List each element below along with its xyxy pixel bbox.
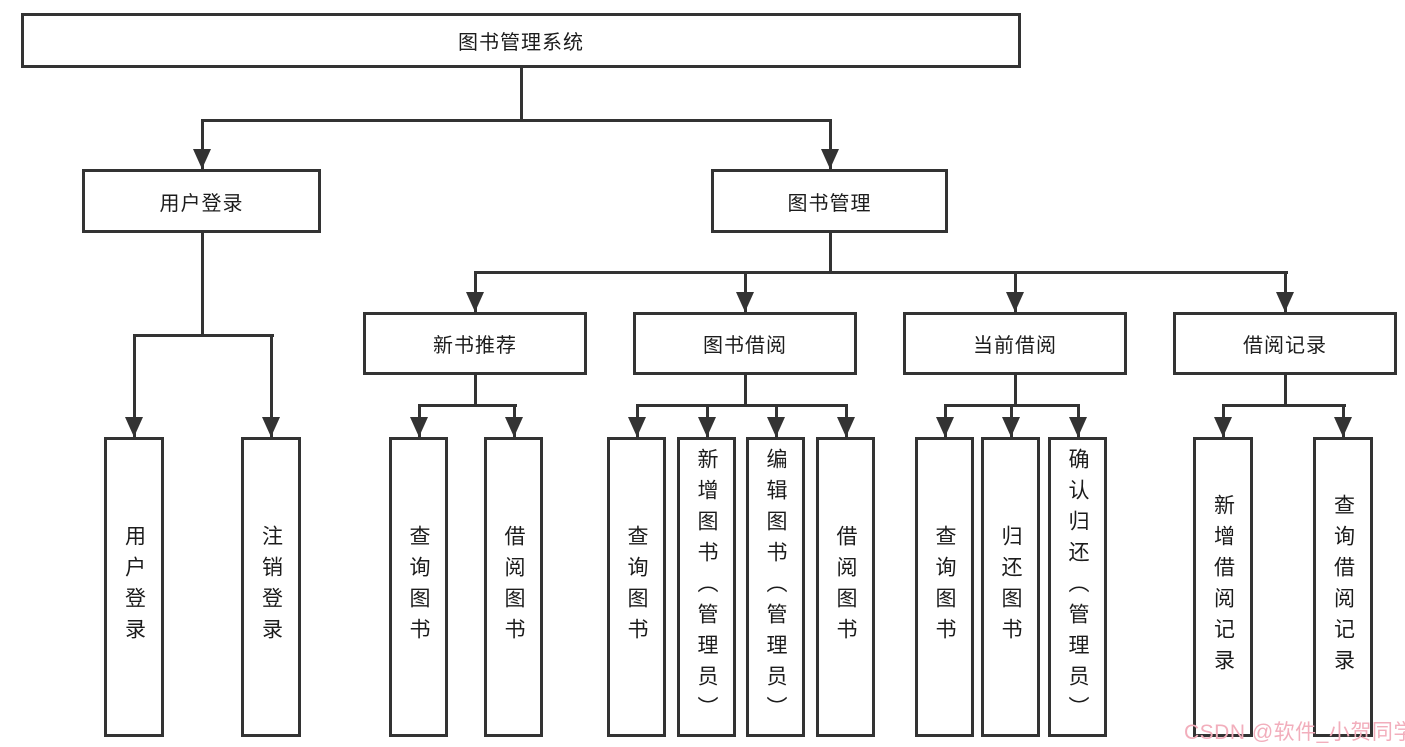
arrowhead-leaf: [1214, 417, 1232, 437]
connector-new-book-drop: [474, 375, 477, 407]
leaf-query-borrow-record: 查询借阅记录: [1313, 437, 1373, 737]
connector-book-mgmt-stub: [829, 119, 832, 169]
connector-current-borrow-drop: [1014, 375, 1017, 407]
watermark: CSDN @软件_小贺同学: [1184, 721, 1405, 744]
connector-level3-stub: [1284, 271, 1287, 312]
connector-level3-stub: [744, 271, 747, 312]
node-book-borrow: 图书借阅: [633, 312, 857, 375]
connector-user-login-drop: [201, 233, 204, 336]
leaf-return-books: 归还图书: [981, 437, 1040, 737]
leaf-confirm-return-admin: 确认归还（管理员）: [1048, 437, 1107, 737]
connector-user-login-bus: [133, 334, 274, 337]
connector-level3-stub: [474, 271, 477, 312]
leaf-borrow-books-recommend: 借阅图书: [484, 437, 543, 737]
node-borrow-records: 借阅记录: [1173, 312, 1397, 375]
arrowhead-book-mgmt: [821, 149, 839, 169]
arrowhead-user-login: [193, 149, 211, 169]
node-current-borrow: 当前借阅: [903, 312, 1127, 375]
arrowhead-level3: [466, 292, 484, 312]
node-new-book-recommend: 新书推荐: [363, 312, 587, 375]
leaf-add-books-admin: 新增图书（管理员）: [677, 437, 736, 737]
connector-book-borrow-drop: [744, 375, 747, 407]
arrowhead-leaf: [262, 417, 280, 437]
connector-user-login-stub: [201, 119, 204, 169]
leaf-query-books-borrow: 查询图书: [607, 437, 666, 737]
arrowhead-leaf: [1002, 417, 1020, 437]
arrowhead-leaf: [767, 417, 785, 437]
node-root: 图书管理系统: [21, 13, 1021, 68]
arrowhead-leaf: [125, 417, 143, 437]
arrowhead-leaf: [1334, 417, 1352, 437]
connector-borrow-records-drop: [1284, 375, 1287, 407]
connector-borrow-records-bus: [1222, 404, 1346, 407]
arrowhead-leaf: [1069, 417, 1087, 437]
leaf-logout: 注销登录: [241, 437, 301, 737]
connector-book-mgmt-drop: [829, 233, 832, 274]
connector-new-book-bus: [418, 404, 517, 407]
arrowhead-leaf: [698, 417, 716, 437]
leaf-user-login: 用户登录: [104, 437, 164, 737]
connector-leaf-stub: [133, 334, 136, 437]
arrowhead-leaf: [837, 417, 855, 437]
connector-level3-stub: [1014, 271, 1017, 312]
leaf-query-books-current: 查询图书: [915, 437, 974, 737]
connector-level3-bus: [474, 271, 1288, 274]
connector-leaf-stub: [270, 334, 273, 437]
leaf-edit-books-admin: 编辑图书（管理员）: [746, 437, 805, 737]
node-user-login: 用户登录: [82, 169, 321, 233]
connector-level2-bus: [201, 119, 832, 122]
arrowhead-level3: [1276, 292, 1294, 312]
leaf-query-books-recommend: 查询图书: [389, 437, 448, 737]
arrowhead-leaf: [628, 417, 646, 437]
arrowhead-level3: [736, 292, 754, 312]
connector-root-drop: [520, 68, 523, 122]
arrowhead-leaf: [505, 417, 523, 437]
arrowhead-leaf: [936, 417, 954, 437]
arrowhead-level3: [1006, 292, 1024, 312]
leaf-borrow-books: 借阅图书: [816, 437, 875, 737]
arrowhead-leaf: [410, 417, 428, 437]
connector-book-borrow-bus: [636, 404, 848, 407]
node-book-management: 图书管理: [711, 169, 948, 233]
leaf-add-borrow-record: 新增借阅记录: [1193, 437, 1253, 737]
